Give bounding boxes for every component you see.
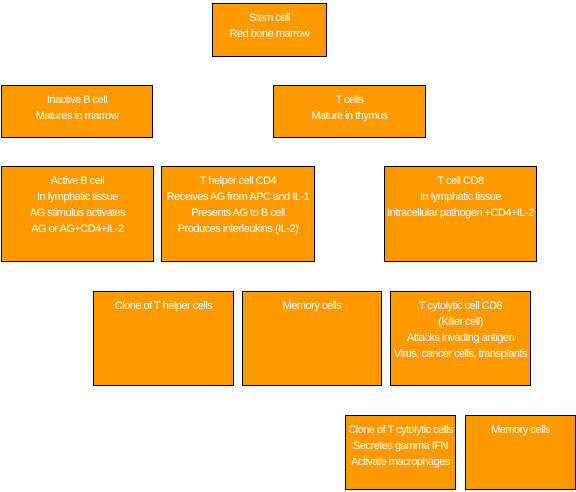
active-b-cell-title: Active B cell — [50, 175, 105, 187]
clone-t-cytolytic-detail-1: Secretes gamma IFN — [353, 440, 448, 452]
memory-cells-title-1: Memory cells — [282, 300, 342, 312]
inactive-b-cell-detail: Matures in marrow — [35, 110, 119, 122]
t-cell-cd8-detail-2: Intracellular pathogen +CD4+IL-2 — [387, 207, 534, 219]
clone-t-helper-box: Clone of T helper cells — [93, 291, 234, 386]
t-cell-cd8-title: T cell CD8 — [437, 175, 484, 187]
active-b-cell-detail-3: AG or AG+CD4+IL-2 — [31, 223, 124, 235]
stem-cell-title: Stem cell — [249, 12, 290, 24]
t-cells-box: T cells Mature in thymus — [273, 85, 426, 138]
stem-cell-location: Red bone marrow — [229, 28, 310, 40]
t-cytolytic-cell-detail-2: Attacks invading antigen — [406, 332, 515, 344]
clone-t-cytolytic-detail-2: Activate macrophages — [351, 456, 450, 468]
memory-cells-box-1: Memory cells — [242, 291, 382, 386]
clone-t-helper-title: Clone of T helper cells — [114, 300, 213, 312]
memory-cells-box-2: Memory cells — [465, 415, 576, 490]
active-b-cell-box: Active B cell In lymphatic tissue AG sti… — [1, 166, 154, 262]
stem-cell-box: Stem cell Red bone marrow — [212, 3, 327, 57]
t-cytolytic-cell-box: T cytolytic cell CD8 (Killer cell) Attac… — [390, 291, 531, 386]
t-cytolytic-cell-detail-1: (Killer cell) — [438, 316, 483, 328]
t-cytolytic-cell-title: T cytolytic cell CD8 — [418, 300, 503, 312]
memory-cells-title-2: Memory cells — [491, 424, 550, 436]
t-helper-cell-box: T helper cell CD4 Receives AG from APC a… — [161, 166, 315, 262]
active-b-cell-detail-1: In lymphatic tissue — [37, 191, 118, 203]
t-helper-cell-detail-2: Presents AG to B cell — [191, 207, 285, 219]
t-cells-detail: Mature in thymus — [311, 110, 388, 122]
active-b-cell-detail-2: AG stimulus activates — [29, 207, 126, 219]
inactive-b-cell-box: Inactive B cell Matures in marrow — [1, 85, 153, 138]
t-helper-cell-detail-3: Produces interleukins (IL-2) — [177, 223, 299, 235]
t-cytolytic-cell-detail-3: Virus, cancer cells, transplants — [394, 348, 527, 360]
t-helper-cell-detail-1: Receives AG from APC and IL-1 — [166, 191, 310, 203]
t-cell-cd8-detail-1: In lymphatic tissue — [420, 191, 501, 203]
clone-t-cytolytic-box: Clone of T cytolytic cells Secretes gamm… — [345, 415, 456, 490]
t-helper-cell-title: T helper cell CD4 — [199, 175, 277, 187]
t-cell-cd8-box: T cell CD8 In lymphatic tissue Intracell… — [384, 166, 537, 262]
clone-t-cytolytic-title: Clone of T cytolytic cells — [348, 424, 453, 436]
t-cells-title: T cells — [335, 94, 364, 106]
inactive-b-cell-title: Inactive B cell — [46, 94, 108, 106]
